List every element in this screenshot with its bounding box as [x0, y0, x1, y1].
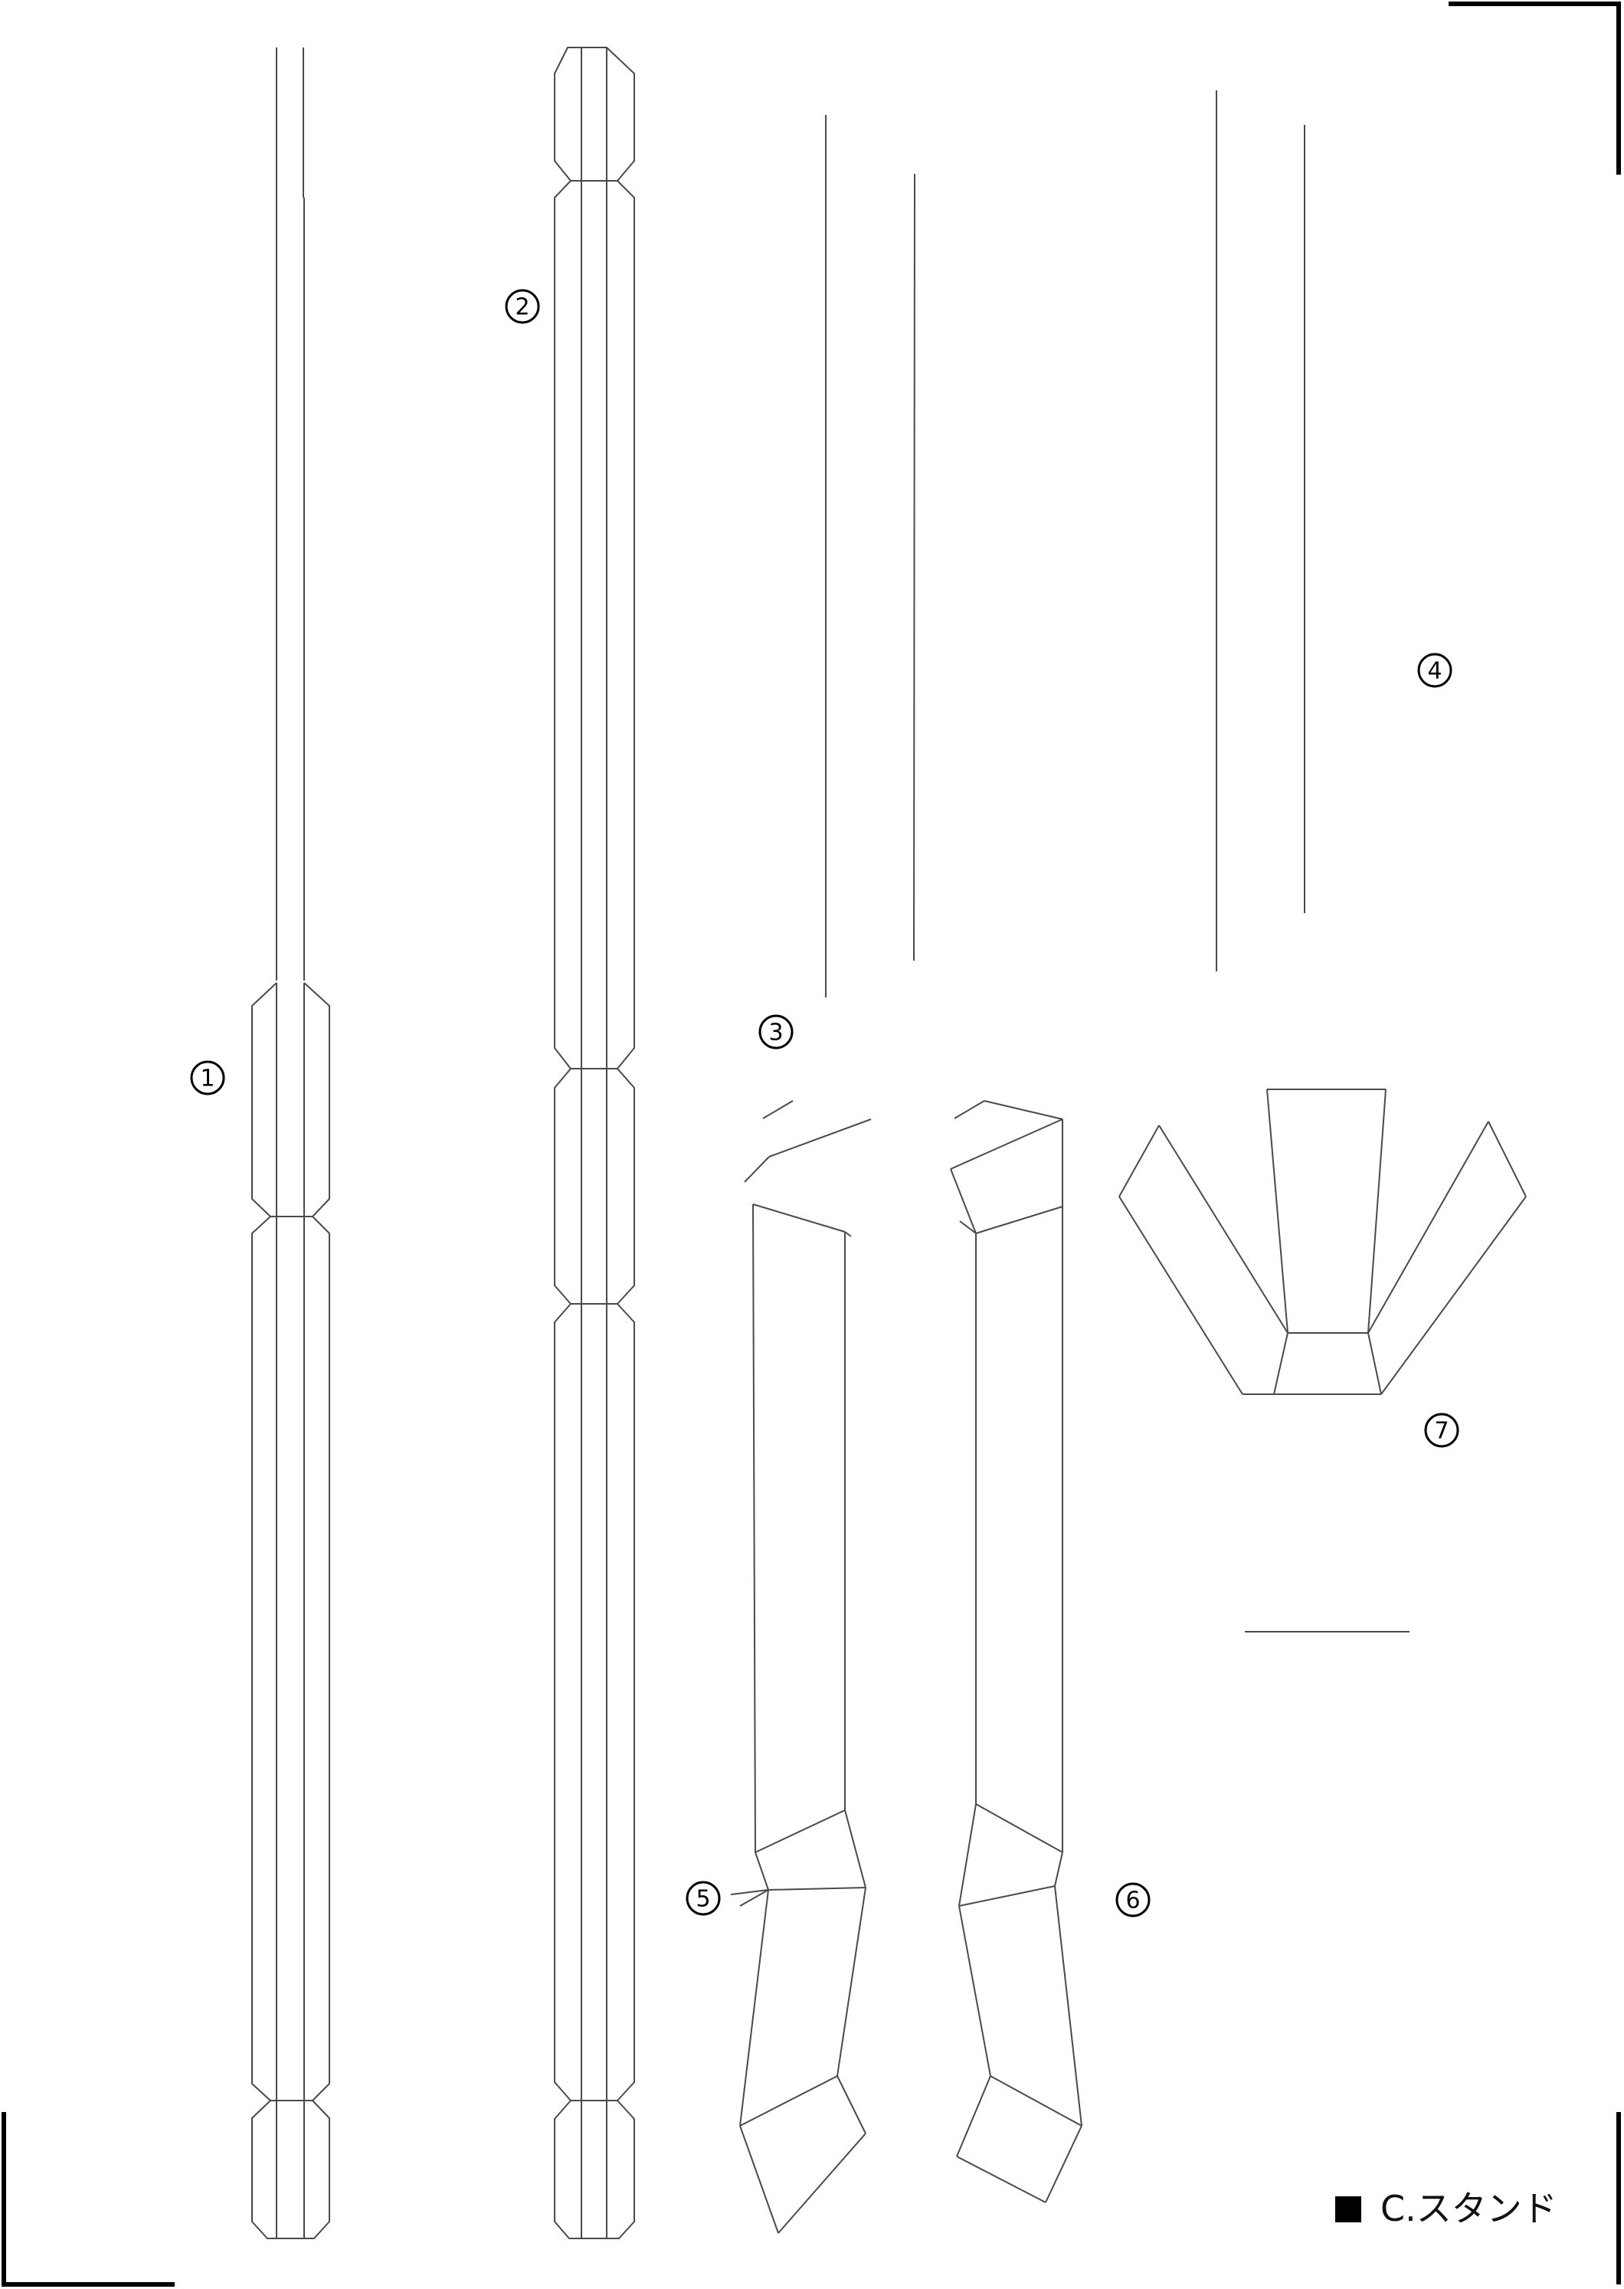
- part-number-2: 2: [505, 289, 540, 324]
- part-6: [950, 1100, 1082, 2203]
- part-2: [554, 47, 635, 2239]
- part-1: [251, 47, 330, 2239]
- svg-text:4: 4: [1427, 658, 1442, 685]
- sheet-label: C.スタンド: [1335, 2188, 1557, 2229]
- crop-mark-top-right: [1449, 2, 1621, 175]
- part-7: [1118, 1089, 1527, 1632]
- part-number-3: 3: [758, 1014, 794, 1050]
- part-4: [1216, 90, 1305, 971]
- part-number-1: 1: [190, 1060, 225, 1095]
- svg-text:1: 1: [200, 1066, 214, 1092]
- svg-text:2: 2: [515, 294, 529, 321]
- svg-text:5: 5: [696, 1886, 710, 1913]
- svg-text:6: 6: [1125, 1888, 1140, 1914]
- part-number-7: 7: [1424, 1413, 1459, 1448]
- part-5: [730, 1100, 872, 2234]
- crop-mark-bottom-left: [2, 2112, 175, 2287]
- part-number-4: 4: [1417, 653, 1452, 688]
- part-number-5: 5: [686, 1881, 721, 1916]
- part-3: [825, 115, 915, 997]
- label-square-icon: [1335, 2196, 1361, 2222]
- sheet-label-text: C.スタンド: [1380, 2188, 1557, 2229]
- svg-text:3: 3: [768, 1020, 783, 1046]
- svg-text:7: 7: [1434, 1418, 1449, 1445]
- part-number-6: 6: [1115, 1882, 1151, 1917]
